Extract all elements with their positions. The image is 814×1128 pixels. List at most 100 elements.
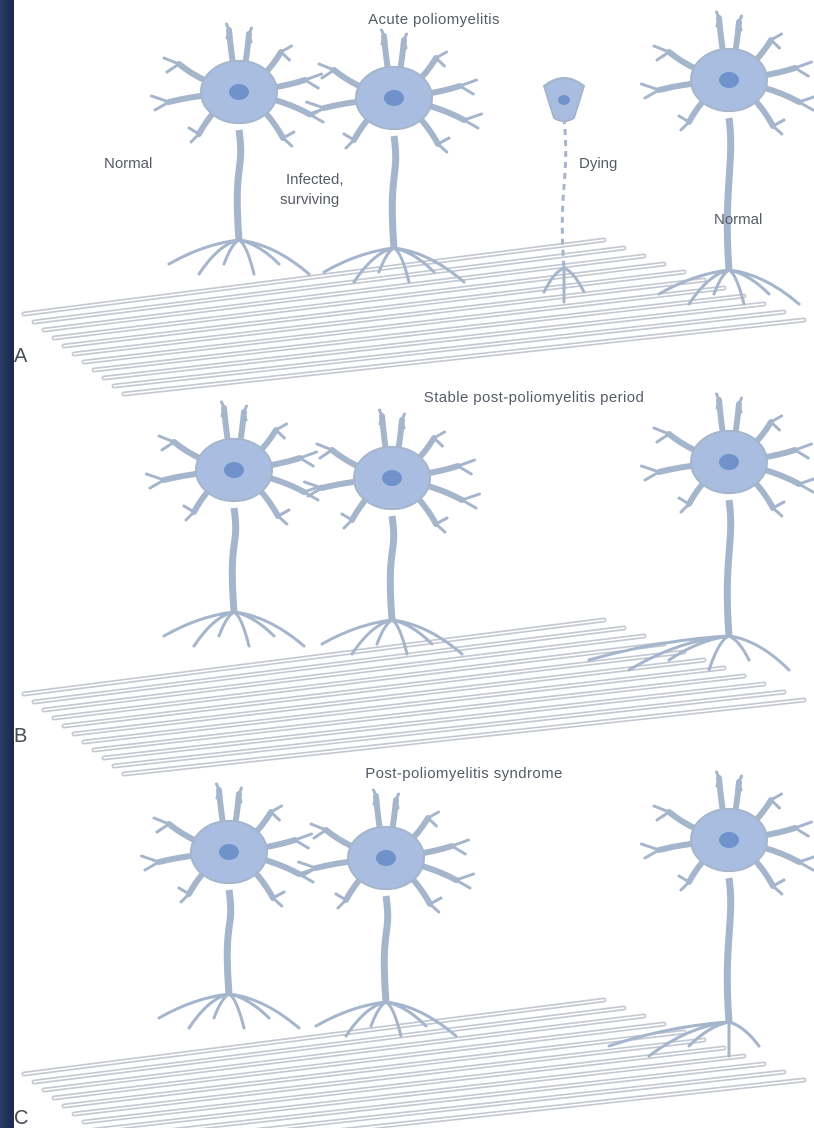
muscle-fibers-a	[24, 240, 804, 394]
dendrite-branch	[278, 510, 289, 524]
nucleus	[219, 844, 239, 860]
neurons-b	[147, 394, 814, 670]
dendrite-branch	[152, 96, 170, 110]
dendrite-branch	[154, 818, 169, 832]
dendrite-branch	[795, 444, 812, 458]
label-normal-left: Normal	[104, 155, 152, 172]
dendrite-branch	[654, 428, 669, 442]
nucleus	[719, 72, 739, 88]
label-infected: Infected,	[286, 171, 344, 188]
dendrite-branch	[319, 64, 334, 78]
dendrite-branch	[799, 96, 814, 110]
dendrite-branch	[344, 134, 354, 148]
nucleus	[384, 90, 404, 106]
axon	[727, 118, 730, 270]
axon-terminal	[729, 1022, 759, 1046]
dendrite-branch	[771, 34, 782, 48]
dendrite-branch	[434, 432, 445, 446]
dendrite-branch	[771, 416, 782, 430]
label-dying: Dying	[579, 155, 617, 172]
panel-b-title: Stable post-poliomyelitis period	[424, 389, 644, 406]
dendrite-branch	[159, 436, 174, 450]
dendrite-branch	[295, 834, 312, 848]
dendrite-branch	[654, 46, 669, 60]
dendrite-branch	[462, 494, 480, 508]
motor-neuron	[305, 410, 480, 654]
dendrite-branch	[184, 506, 194, 520]
dendrite-branch	[430, 898, 441, 912]
dendrite-branch	[679, 876, 689, 890]
axon	[227, 890, 230, 994]
motor-neuron	[152, 24, 327, 274]
dendrite-branch	[311, 824, 326, 838]
panel-c: Post-poliomyelitis syndrome C	[14, 765, 814, 1128]
neurons-a	[152, 12, 814, 304]
panel-b: Stable post-poliomyelitis period B	[14, 389, 814, 774]
nucleus	[229, 84, 249, 100]
motor-neuron	[299, 790, 474, 1036]
dendrite-branch	[438, 138, 449, 152]
dendrite-branch	[799, 856, 814, 870]
axon	[392, 136, 395, 248]
dendrite-branch	[179, 888, 189, 902]
panel-a-title: Acute poliomyelitis	[368, 11, 500, 28]
nucleus	[382, 470, 402, 486]
dendrite-branch	[281, 46, 292, 60]
dendrite-branch	[679, 116, 689, 130]
dendrite-branch	[642, 844, 660, 858]
dendrite-branch	[436, 518, 447, 532]
dendrite-branch	[336, 894, 346, 908]
dendrite-branch	[795, 62, 812, 76]
dendrite-branch	[436, 52, 447, 66]
panel-a: Acute poliomyelitis Normal Infected, sur…	[14, 11, 814, 394]
axon	[390, 516, 393, 620]
dendrite-branch	[189, 128, 199, 142]
dendrite-branch	[773, 120, 784, 134]
nucleus	[376, 850, 396, 866]
dendrite-branch	[799, 478, 814, 492]
dendrite-branch	[642, 466, 660, 480]
dendrite-branch	[452, 840, 469, 854]
dendrite-branch	[317, 444, 332, 458]
diagram-canvas: Acute poliomyelitis Normal Infected, sur…	[14, 0, 814, 1128]
panel-a-letter: A	[14, 345, 28, 367]
poliomyelitis-motor-unit-diagram: Acute poliomyelitis Normal Infected, sur…	[14, 0, 814, 1128]
neurons-c	[142, 772, 814, 1056]
dendrite-branch	[276, 424, 287, 438]
panel-c-letter: C	[14, 1107, 28, 1128]
dendrite-branch	[142, 856, 160, 870]
panel-c-title: Post-poliomyelitis syndrome	[365, 765, 563, 782]
dendrite-branch	[795, 822, 812, 836]
dendrite-branch	[164, 58, 179, 72]
dendrite-branch	[456, 874, 474, 888]
dendrite-branch	[147, 474, 165, 488]
motor-neuron	[142, 784, 317, 1028]
dendrite-branch	[273, 892, 284, 906]
motor-neuron	[642, 12, 814, 304]
dendrite-branch	[771, 794, 782, 808]
dendrite-branch	[283, 132, 294, 146]
axon	[727, 500, 730, 636]
nucleus	[558, 95, 570, 105]
dendrite-branch	[679, 498, 689, 512]
dendrite-branch	[458, 460, 475, 474]
axon	[384, 896, 387, 1002]
dendrite-branch	[773, 502, 784, 516]
dendrite-branch	[342, 514, 352, 528]
axon	[727, 878, 730, 1022]
axon	[232, 508, 235, 612]
motor-neuron	[147, 402, 322, 646]
dendrite-branch	[428, 812, 439, 826]
motor-neuron	[307, 30, 482, 282]
axon	[237, 130, 240, 240]
nucleus	[719, 454, 739, 470]
dendrite-branch	[305, 74, 322, 88]
dendrite-branch	[654, 806, 669, 820]
nucleus	[719, 832, 739, 848]
muscle-fibers-c	[24, 1000, 804, 1128]
label-normal-right: Normal	[714, 211, 762, 228]
dendrite-branch	[460, 80, 477, 94]
nucleus	[224, 462, 244, 478]
dendrite-branch	[300, 452, 317, 466]
motor-neuron	[609, 772, 814, 1056]
